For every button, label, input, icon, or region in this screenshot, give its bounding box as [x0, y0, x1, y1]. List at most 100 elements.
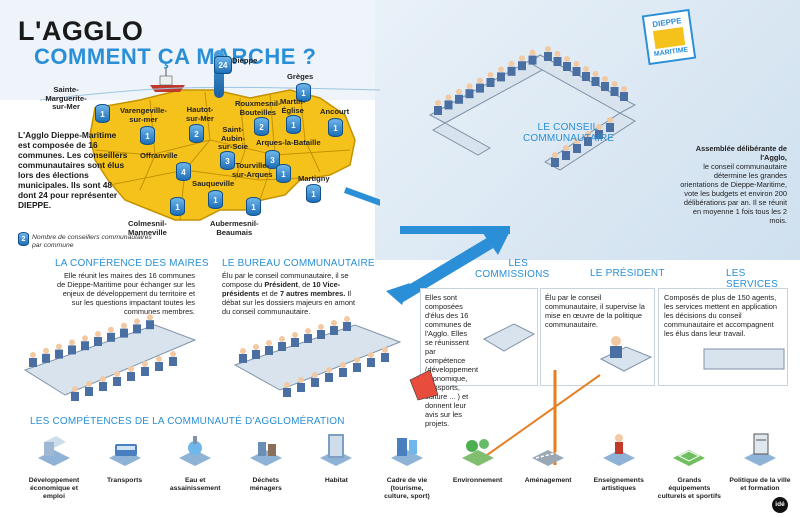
bureau-title: LE BUREAU COMMUNAUTAIRE — [222, 258, 375, 269]
seats-badge: 1 — [170, 197, 185, 216]
competence-item: Environnement — [446, 430, 510, 515]
page-subtitle: COMMENT ÇA MARCHE ? — [34, 44, 317, 69]
person-figure — [367, 358, 375, 367]
person-head — [611, 81, 618, 87]
person-figure — [133, 324, 141, 334]
person-figure — [562, 151, 570, 160]
seats-badge: 4 — [176, 162, 191, 181]
person-head — [487, 72, 494, 78]
person-head — [318, 324, 324, 330]
person-head — [529, 49, 536, 56]
person-head — [266, 340, 272, 346]
person-figure — [606, 123, 614, 132]
conseil-title: LE CONSEIL COMMUNAUTAIRE — [523, 122, 614, 144]
seats-badge: 1 — [328, 118, 343, 137]
person-figure — [169, 357, 177, 366]
services-title: LES SERVICES — [726, 268, 778, 290]
person-head — [128, 366, 134, 372]
person-figure — [434, 106, 442, 115]
park-icon — [461, 439, 494, 466]
person-figure — [311, 378, 319, 387]
city-arques: Arques-la-Bataille — [256, 138, 321, 147]
competence-item: Cadre de vie (tourisme, culture, sport) — [375, 430, 439, 515]
commissions-title: LES COMMISSIONS — [475, 258, 549, 280]
legend-text: Nombre de conseillers communautaires par… — [32, 234, 152, 249]
person-head — [602, 76, 608, 82]
person-head — [108, 326, 114, 333]
competence-item: Grands équipements culturels et sportifs — [657, 430, 721, 515]
person-figure — [94, 337, 102, 346]
competence-item: Aménagement — [516, 430, 580, 515]
seats-badge: 1 — [296, 83, 311, 102]
city-aubermesnil: Aubermesnil- Beaumais — [210, 219, 259, 237]
city-sainte-marguerite: Sainte- Marguerite- sur-Mer — [45, 85, 87, 111]
seats-badge: 1 — [208, 190, 223, 209]
sea-background — [0, 0, 380, 100]
person-figure — [278, 342, 286, 351]
person-head — [279, 336, 285, 342]
person-figure — [563, 62, 571, 71]
person-head — [574, 138, 580, 144]
person-head — [585, 131, 591, 137]
bureau-text-vp: 10 Vice-présidents — [222, 280, 341, 298]
person-head — [477, 77, 483, 84]
person-figure — [81, 341, 89, 351]
person-head — [564, 56, 570, 62]
person-figure — [620, 92, 628, 101]
person-head — [344, 316, 350, 322]
bus-icon — [108, 444, 141, 466]
seats-badge: 1 — [246, 197, 261, 216]
person-figure — [528, 55, 537, 65]
competence-item: Déchets ménagers — [234, 430, 298, 515]
competence-label: Eau et assainissement — [169, 477, 221, 492]
person-head — [292, 332, 298, 338]
competence-item: Transports — [93, 430, 157, 515]
bureau-text-president: Président — [264, 280, 299, 289]
person-figure — [573, 144, 581, 153]
city-rouxmesnil: Rouxmesnil- Bouteilles — [235, 99, 281, 117]
president-title: LE PRÉSIDENT — [590, 268, 665, 279]
person-figure — [155, 362, 163, 371]
person-head — [354, 357, 360, 363]
city-tourville: Tourville- sur-Arques — [232, 161, 273, 179]
conseil-assembly-illustration — [400, 46, 637, 234]
conseil-text: le conseil communautaire détermine les g… — [680, 162, 787, 225]
competence-label: Environnement — [452, 477, 503, 484]
city-dieppe: Dieppe — [232, 56, 258, 65]
person-figure — [265, 346, 273, 355]
person-head — [95, 331, 101, 337]
person-figure — [113, 377, 121, 386]
person-figure — [465, 89, 474, 99]
person-figure — [595, 130, 603, 139]
person-head — [435, 100, 441, 106]
person-head — [596, 124, 602, 130]
bureau-text-e: et de — [259, 289, 280, 298]
bureau-text-g: Il débat sur les dossiers majeurs en amo… — [222, 289, 356, 316]
person-head — [298, 377, 304, 383]
seats-badge: 2 — [189, 124, 204, 143]
person-head — [156, 356, 162, 362]
person-head — [134, 318, 140, 325]
competence-label: Habitat — [324, 477, 348, 484]
person-figure — [99, 382, 107, 391]
person-head — [114, 371, 120, 377]
competence-item: Eau et assainissement — [163, 430, 227, 515]
person-figure — [381, 353, 389, 362]
person-head — [43, 347, 49, 354]
person-figure — [610, 87, 619, 96]
city-offranville: Offranville — [140, 151, 178, 160]
person-figure — [544, 52, 552, 61]
person-figure — [553, 57, 562, 66]
person-head — [552, 152, 558, 158]
person-figure — [497, 72, 505, 82]
services-panel: Composés de plus de 150 agents, les serv… — [658, 288, 788, 386]
competence-label: Politique de la ville et formation — [729, 477, 791, 492]
competence-item: Développement économique et emploi — [22, 430, 86, 515]
president-text: Élu par le conseil communautaire, il sup… — [545, 293, 645, 329]
person-head — [69, 339, 75, 346]
road-icon — [532, 450, 565, 466]
person-head — [30, 352, 36, 358]
person-head — [240, 348, 246, 354]
music-icon — [602, 434, 635, 466]
person-figure — [146, 320, 154, 330]
